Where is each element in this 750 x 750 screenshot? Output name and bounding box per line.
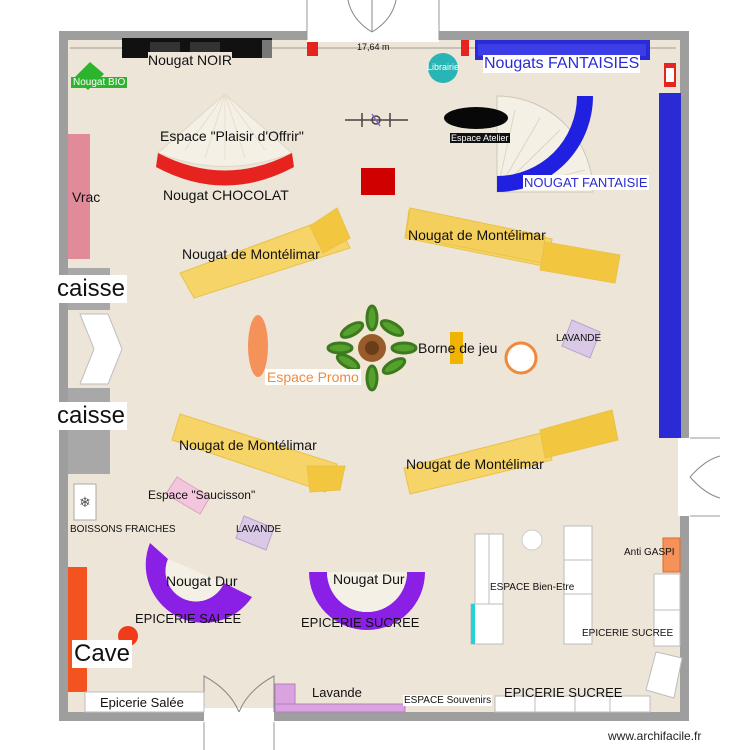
epicerie-salee-label-2: Epicerie Salée: [100, 695, 184, 710]
anti-gaspi-label: Anti GASPI: [624, 547, 675, 558]
espace-promo-stand: [248, 315, 268, 377]
espace-promo-label: Espace Promo: [265, 369, 361, 385]
souvenirs-shelves: [494, 695, 651, 713]
right-blue-shelf: [659, 93, 681, 438]
chevron-divider: [79, 313, 123, 385]
lavande-label-1: LAVANDE: [556, 333, 602, 344]
lavande-stand-2: [235, 515, 275, 551]
souvenirs-label: ESPACE Souvenirs: [403, 695, 493, 706]
lavande-stand-1: [561, 319, 601, 359]
borne-jeu-label: Borne de jeu: [418, 340, 498, 356]
montelimar-label-2: Nougat de Montélimar: [408, 227, 546, 243]
montelimar-label-3: Nougat de Montélimar: [179, 437, 317, 453]
borne-de-jeu: [450, 332, 463, 364]
epicerie-sucree-label-3: EPICERIE SUCREE: [504, 685, 623, 700]
lavande-shelf: [274, 683, 296, 705]
montelimar-shelf-2: [404, 207, 621, 284]
cave-label: Cave: [72, 640, 133, 668]
nougat-dur-arc-1: [145, 543, 252, 623]
red-small-box: [307, 42, 318, 56]
saucisson-stand: [165, 476, 211, 515]
saucisson-label: Espace "Saucisson": [148, 488, 256, 502]
epicerie-sucree-label-1: EPICERIE SUCREE: [301, 615, 420, 630]
vrac-shelf: [68, 134, 90, 259]
epicerie-sucree-label-2: EPICERIE SUCREE: [582, 628, 674, 639]
nougat-dur-label-1: Nougat Dur: [166, 573, 238, 589]
fire-extinguisher-icon: [461, 40, 469, 56]
boissons-fridge: [73, 483, 97, 521]
montelimar-label-4: Nougat de Montélimar: [406, 456, 544, 472]
librairie-label: Librairie: [427, 62, 460, 72]
plant-icon: [326, 304, 418, 392]
bien-etre-shelves: [470, 525, 681, 647]
anti-gaspi-shelf: [662, 537, 681, 573]
caisse-label-1: caisse: [55, 275, 128, 303]
lavande-label-3: Lavande: [312, 685, 362, 700]
epicerie-salee-shelf: [84, 691, 205, 713]
round-table: [504, 341, 538, 375]
bicycle-icon: [345, 113, 408, 127]
montelimar-label-1: Nougat de Montélimar: [182, 246, 320, 262]
plaisir-offrir-label: Espace "Plaisir d'Offrir": [160, 128, 304, 144]
red-display-box: [361, 168, 395, 195]
librairie-stand: [428, 53, 458, 83]
lavande-strip: [274, 703, 406, 713]
watermark: www.archifacile.fr: [608, 729, 702, 743]
nougat-dur-arc-2: [309, 572, 425, 630]
white-round-stand: [521, 529, 543, 551]
cave-shelf: [68, 567, 87, 692]
plaisir-offrir-arc: [156, 153, 294, 186]
dimension-label: 17,64 m: [357, 42, 390, 52]
nougat-bio-label: Nougat BIO: [71, 77, 128, 88]
nougat-fantaisie-label: NOUGAT FANTAISIE: [523, 175, 649, 190]
bien-etre-label: ESPACE Bien-Etre: [490, 582, 575, 593]
epicerie-salee-label-1: EPICERIE SALEE: [135, 611, 242, 626]
boissons-label: BOISSONS FRAICHES: [70, 524, 176, 535]
lavande-label-2: LAVANDE: [236, 524, 282, 535]
espace-atelier-table: [444, 107, 508, 129]
tilted-white-box: [645, 651, 683, 699]
nougat-fantaisie-arc: [497, 96, 593, 192]
caisse-counter-2: [68, 388, 110, 474]
caisse-label-2: caisse: [55, 402, 128, 430]
nougat-dur-label-2: Nougat Dur: [333, 571, 405, 587]
nougat-chocolat-label: Nougat CHOCOLAT: [163, 187, 289, 203]
espace-atelier-label: Espace Atelier: [450, 133, 510, 143]
nougat-noir-label: Nougat NOIR: [148, 52, 233, 68]
montelimar-shelf-4: [403, 409, 619, 495]
vrac-label: Vrac: [72, 189, 101, 205]
top-door-swing: [347, 0, 397, 33]
nougats-fantaisies-label: Nougats FANTAISIES: [483, 55, 641, 73]
right-door-opening: [678, 438, 692, 516]
montelimar-shelf-1: [179, 207, 351, 299]
top-door-opening: [307, 28, 439, 42]
montelimar-shelf-3: [171, 413, 346, 493]
svg-text:❄: ❄: [79, 495, 91, 511]
cyan-strip: [471, 604, 475, 644]
bottom-door-opening: [204, 708, 274, 722]
